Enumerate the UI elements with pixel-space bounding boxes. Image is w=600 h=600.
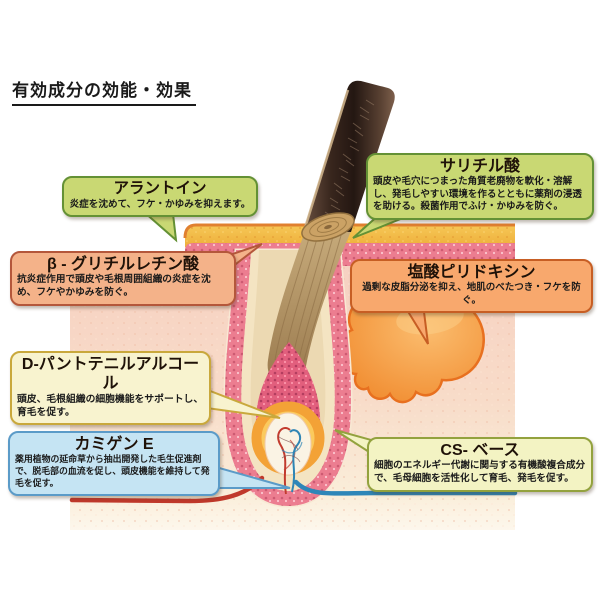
follicle-sheath-texture <box>225 250 351 506</box>
hair-shaft <box>303 80 395 232</box>
callout-title: サリチル酸 <box>439 158 520 175</box>
hair-cut-cross-section <box>301 212 355 242</box>
callout-cs-base: CS- ベース 細胞のエネルギー代謝に関与する有機酸複合成分で、毛母細胞を活性化… <box>367 437 593 492</box>
callout-body: 頭皮、毛根組織の細胞機能をサポートし、育毛を促す。 <box>17 394 204 419</box>
callout-body: 抗炎症作用で頭皮や毛根周囲組織の炎症を沈め、フケやかゆみを防ぐ。 <box>17 274 211 299</box>
callout-body: 過剰な皮脂分泌を抑え、地肌のべたつき・フケを防ぐ。 <box>362 282 581 306</box>
callout-body: 炎症を沈めて、フケ・かゆみを抑えます。 <box>69 198 251 210</box>
dermal-papilla <box>264 412 312 476</box>
callout-d-panthenyl-alcohol: D-パントテニルアルコール 頭皮、毛根組織の細胞機能をサポートし、育毛を促す。 <box>10 351 211 426</box>
callout-body: 細胞のエネルギー代謝に関与する有機酸複合成分で、毛母細胞を活性化して育毛、発毛を… <box>374 460 586 484</box>
callout-title: β - グリチルレチン酸 <box>47 256 199 273</box>
callout-beta-glycyrrhetinic-acid: β - グリチルレチン酸 抗炎症作用で頭皮や毛根周囲組織の炎症を沈め、フケやかゆ… <box>10 251 236 306</box>
callout-body: 薬用植物の延命草から抽出開発した毛生促進剤で、脱毛部の血流を促し、頭皮機能を維持… <box>15 454 210 488</box>
skin-sebum-texture <box>185 225 515 247</box>
vein <box>293 479 518 496</box>
callout-pyridoxine-hydrochloride: 塩酸ピリドキシン 過剰な皮脂分泌を抑え、地肌のべたつき・フケを防ぐ。 <box>350 259 593 314</box>
page-title: 有効成分の効能・効果 <box>12 76 196 106</box>
callout-salicylic-acid: サリチル酸 頭皮や毛穴につまった角質老廃物を軟化・溶解し、発毛しやすい環境を作る… <box>366 153 594 221</box>
capillaries <box>277 426 303 495</box>
artery <box>69 475 265 504</box>
callout-body: 頭皮や毛穴につまった角質老廃物を軟化・溶解し、発毛しやすい環境を作るとともに薬剤… <box>373 176 582 213</box>
callout-allantoin: アラントイン 炎症を沈めて、フケ・かゆみを抑えます。 <box>62 176 258 218</box>
callout-title: 塩酸ピリドキシン <box>407 264 536 281</box>
callout-kamigen-e: カミゲン E 薬用植物の延命草から抽出開発した毛生促進剤で、脱毛部の血流を促し、… <box>8 431 220 496</box>
skin-surface-line <box>183 223 515 239</box>
callout-title: カミゲン E <box>74 436 154 453</box>
callout-title: D-パントテニルアルコール <box>21 356 200 393</box>
callout-title: アラントイン <box>113 180 207 197</box>
callout-title: CS- ベース <box>440 442 520 459</box>
